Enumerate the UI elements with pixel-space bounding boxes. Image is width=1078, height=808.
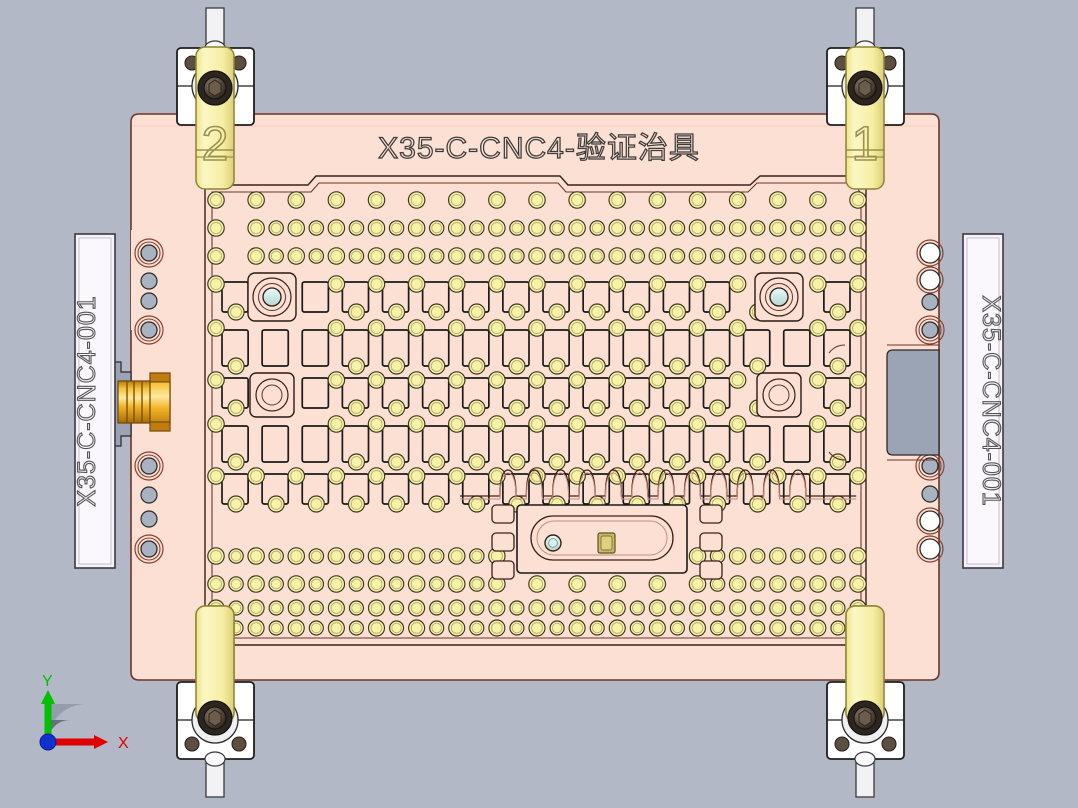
clamp-top-left[interactable]: 2 bbox=[176, 7, 255, 190]
work-pocket-region bbox=[204, 175, 867, 646]
left-side-label: X35-C-CNC4-001 bbox=[72, 233, 116, 569]
center-obround-slot[interactable] bbox=[516, 504, 688, 574]
left-side-label-hit bbox=[75, 234, 115, 568]
mounting-ear-holes bbox=[134, 238, 945, 564]
right-side-label-text: X35-C-CNC4-001 bbox=[977, 295, 1005, 506]
clamp-top-left-number: 2 bbox=[202, 118, 229, 171]
clamp-bottom-left[interactable] bbox=[176, 605, 255, 798]
vacuum-port-fitting[interactable] bbox=[112, 361, 171, 447]
right-side-label-hit bbox=[963, 234, 1003, 568]
axis-x-label: X bbox=[118, 735, 129, 752]
axis-triad: X Y bbox=[39, 673, 129, 752]
locator-bosses bbox=[247, 272, 804, 418]
clamp-top-right-number: 1 bbox=[852, 118, 879, 171]
castellated-groove bbox=[460, 469, 857, 500]
clamp-bottom-right[interactable] bbox=[826, 605, 905, 798]
fixture-plate-hit[interactable] bbox=[131, 114, 939, 680]
axis-y-label: Y bbox=[42, 673, 53, 690]
plate-title-engraving: X35-C-CNC4-验证治具 bbox=[378, 132, 700, 165]
left-side-label-text: X35-C-CNC4-001 bbox=[73, 295, 101, 506]
right-side-label: X35-C-CNC4-001 bbox=[962, 233, 1006, 569]
right-edge-cutout bbox=[828, 344, 940, 461]
clamp-top-right[interactable]: 1 bbox=[826, 7, 905, 190]
center-brass-screw bbox=[597, 532, 616, 554]
